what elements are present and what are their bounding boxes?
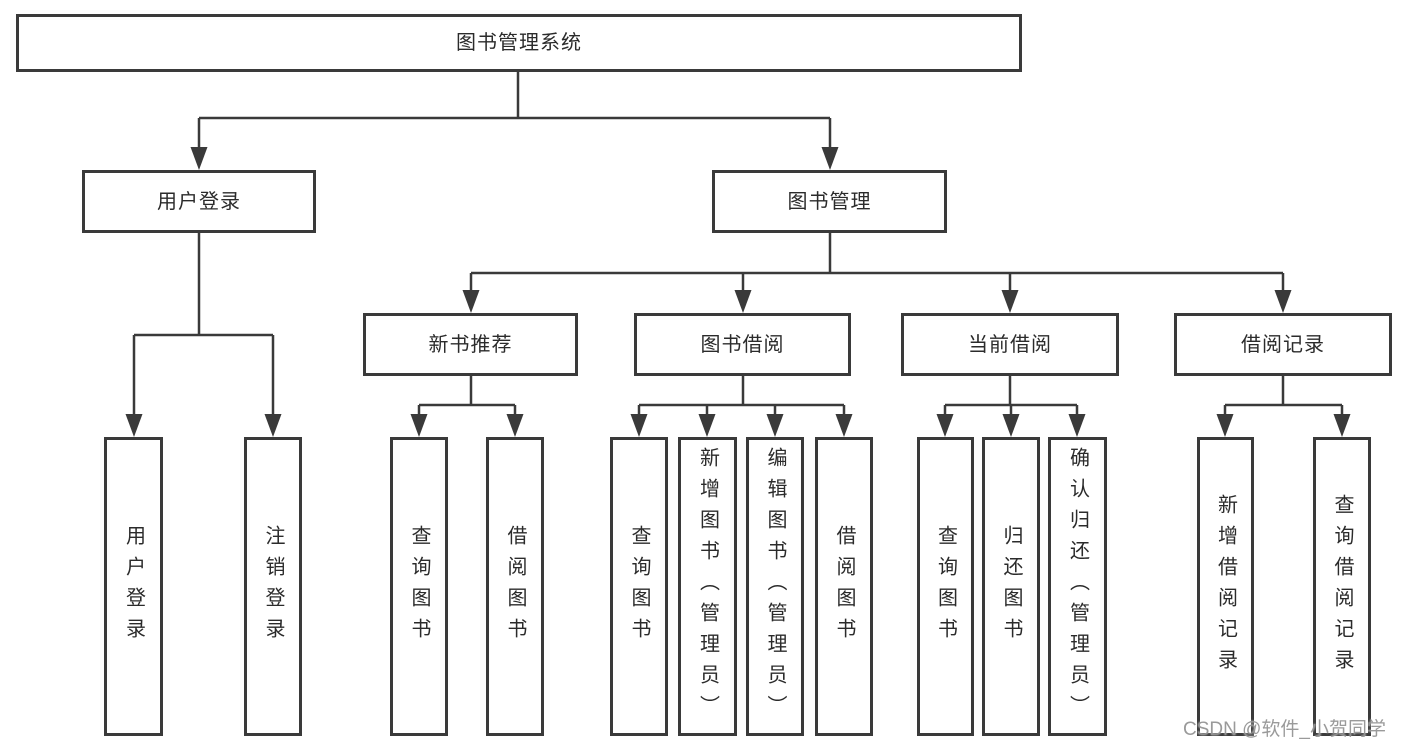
leaf-label: 查询图书 (934, 524, 957, 649)
leaf-logout-login: 注销登录 (244, 437, 302, 736)
leaf-records-add-borrow-record: 新增借阅记录 (1197, 437, 1254, 736)
leaf-label: 借阅图书 (504, 524, 526, 649)
leaf-records-query-borrow-record: 查询借阅记录 (1313, 437, 1371, 736)
node-label: 图书管理系统 (456, 32, 582, 54)
leaf-borrowing-edit-books-admin: 编辑图书（管理员） (746, 437, 804, 736)
leaf-label: 归还图书 (1000, 524, 1022, 649)
leaf-label: 借阅图书 (833, 524, 855, 649)
leaf-borrowing-query-books: 查询图书 (610, 437, 668, 736)
leaf-label: 查询图书 (628, 524, 650, 649)
node-user-login: 用户登录 (82, 170, 316, 233)
node-borrowing-records: 借阅记录 (1174, 313, 1392, 376)
leaf-label: 用户登录 (122, 524, 145, 649)
node-book-borrowing: 图书借阅 (634, 313, 851, 376)
node-label: 借阅记录 (1241, 333, 1325, 356)
node-current-borrowing: 当前借阅 (901, 313, 1119, 376)
node-label: 当前借阅 (968, 333, 1052, 356)
leaf-current-query-books: 查询图书 (917, 437, 974, 736)
leaf-label: 确认归还（管理员） (1066, 447, 1089, 726)
node-new-book-recommendation: 新书推荐 (363, 313, 578, 376)
leaf-label: 注销登录 (262, 524, 284, 649)
node-label: 图书借阅 (700, 333, 785, 356)
leaf-borrowing-borrow-books: 借阅图书 (815, 437, 873, 736)
leaf-label: 新增图书（管理员） (696, 447, 719, 726)
leaf-current-return-books: 归还图书 (982, 437, 1040, 736)
leaf-current-confirm-return-admin: 确认归还（管理员） (1048, 437, 1107, 736)
leaf-label: 新增借阅记录 (1214, 493, 1237, 680)
leaf-label: 编辑图书（管理员） (764, 447, 786, 726)
node-library-management-system: 图书管理系统 (16, 14, 1022, 72)
leaf-recommend-borrow-books: 借阅图书 (486, 437, 544, 736)
leaf-borrowing-add-books-admin: 新增图书（管理员） (678, 437, 737, 736)
leaf-recommend-query-books: 查询图书 (390, 437, 448, 736)
node-label: 图书管理 (787, 190, 872, 213)
leaf-label: 查询图书 (408, 524, 430, 649)
leaf-label: 查询借阅记录 (1331, 493, 1353, 680)
node-book-management: 图书管理 (712, 170, 947, 233)
node-label: 用户登录 (157, 190, 241, 213)
node-label: 新书推荐 (428, 333, 513, 356)
watermark-text: CSDN @软件_小贺同学 (1183, 719, 1386, 740)
leaf-user-login: 用户登录 (104, 437, 163, 736)
